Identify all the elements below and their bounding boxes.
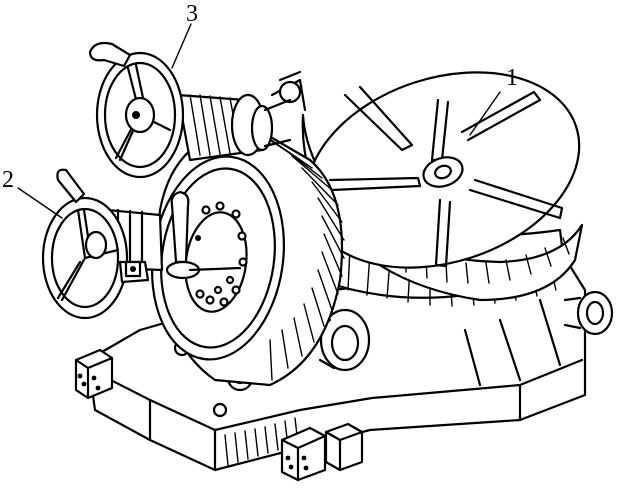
callout-label-2: 2 — [2, 167, 14, 193]
callout-label-1: 1 — [506, 65, 518, 91]
indexing-drum — [150, 126, 345, 387]
leader-line-3 — [171, 23, 192, 69]
handwheel-3 — [88, 41, 292, 179]
leader-line-2 — [17, 187, 63, 219]
handwheel-2 — [41, 168, 164, 320]
leader-line-1 — [469, 91, 501, 136]
callout-label-3: 3 — [186, 1, 198, 27]
